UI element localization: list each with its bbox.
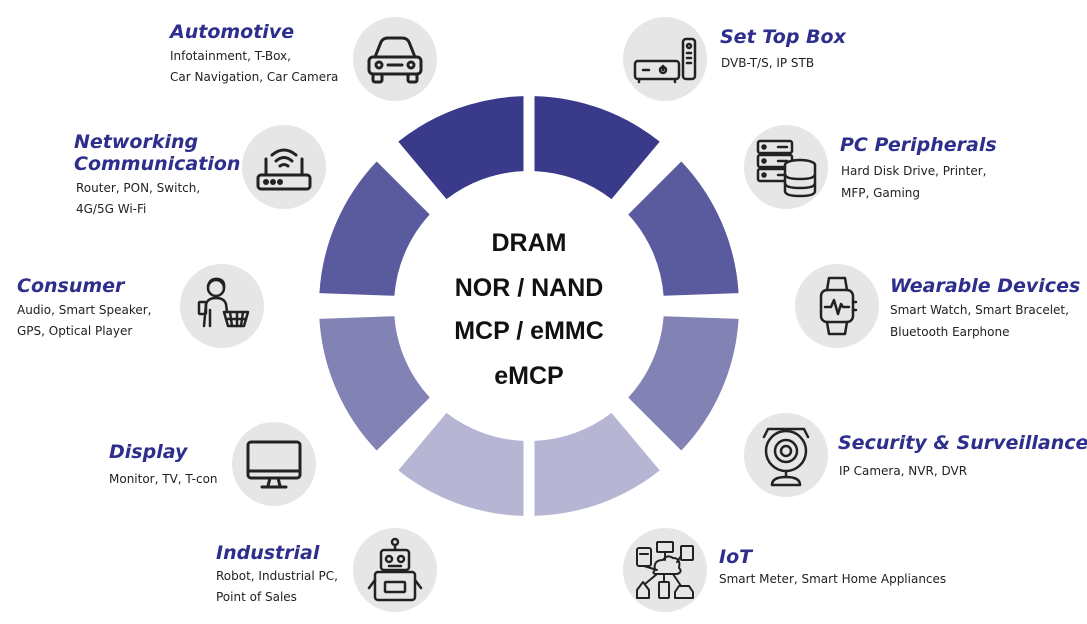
ring-segment-lower-right <box>628 316 739 451</box>
ring-segment-upper-right <box>628 161 739 296</box>
ring-segment-top-left <box>398 96 524 200</box>
networking-desc-1: Router, PON, Switch, <box>76 181 201 195</box>
robot-icon <box>367 537 423 602</box>
automotive-desc-1: Infotainment, T-Box, <box>170 49 291 63</box>
industrial-desc-2: Point of Sales <box>216 590 297 604</box>
security-title: Security & Surveillance <box>838 432 1087 454</box>
ring-center-disc <box>400 177 658 435</box>
networking-desc-2: 4G/5G Wi-Fi <box>76 202 147 216</box>
router-icon <box>256 148 312 191</box>
industrial-desc-1: Robot, Industrial PC, <box>216 569 338 583</box>
pc-peripherals-title: PC Peripherals <box>840 134 997 156</box>
pc-peripherals-desc-2: MFP, Gaming <box>841 186 921 200</box>
set-top-box-title: Set Top Box <box>720 26 846 48</box>
display-icon-circle <box>232 422 316 506</box>
display-title: Display <box>109 441 188 463</box>
pc-peripherals-desc-1: Hard Disk Drive, Printer, <box>841 164 987 178</box>
set-top-box-icon <box>633 37 697 84</box>
shopper-icon <box>197 277 250 328</box>
ring-segment-upper-left <box>319 161 430 296</box>
wearable-desc-1: Smart Watch, Smart Bracelet, <box>890 303 1069 317</box>
center-line-mcp-emmc: MCP / eMMC <box>454 317 604 345</box>
iot-icon <box>636 541 694 599</box>
consumer-desc-1: Audio, Smart Speaker, <box>17 303 152 317</box>
networking-title-1: Networking <box>74 131 199 153</box>
pc-peripherals-icon-circle <box>744 125 828 209</box>
ring-segment-top-right <box>534 96 660 200</box>
iot-icon-circle <box>623 528 707 612</box>
set-top-box-desc-1: DVB-T/S, IP STB <box>721 56 815 70</box>
consumer-title: Consumer <box>17 275 125 297</box>
security-icon-circle <box>744 413 828 497</box>
security-camera-icon <box>762 427 810 487</box>
iot-title: IoT <box>719 546 753 568</box>
smartwatch-icon <box>819 276 858 336</box>
consumer-icon-circle <box>180 264 264 348</box>
ring-segment-bottom-right <box>534 412 660 516</box>
security-desc-1: IP Camera, NVR, DVR <box>839 464 968 478</box>
industrial-title: Industrial <box>216 542 320 564</box>
display-desc-1: Monitor, TV, T-con <box>109 472 218 486</box>
automotive-title: Automotive <box>170 21 295 43</box>
server-database-icon <box>756 139 817 198</box>
iot-desc-1: Smart Meter, Smart Home Appliances <box>719 572 947 586</box>
consumer-desc-2: GPS, Optical Player <box>17 324 133 338</box>
set-top-box-icon-circle <box>623 17 707 101</box>
industrial-icon-circle <box>353 528 437 612</box>
center-line-nor-nand: NOR / NAND <box>454 274 604 302</box>
networking-icon-circle <box>242 125 326 209</box>
center-line-dram: DRAM <box>491 229 567 257</box>
center-line-emcp: eMCP <box>494 362 564 390</box>
ring-segment-bottom-left <box>398 412 524 516</box>
networking-title-2: Communication <box>74 153 241 175</box>
automotive-icon-circle <box>353 17 437 101</box>
ring-segment-lower-left <box>319 316 430 451</box>
car-icon <box>367 36 423 84</box>
wearable-icon-circle <box>795 264 879 348</box>
wearable-title: Wearable Devices <box>890 275 1081 297</box>
monitor-icon <box>246 440 302 489</box>
wearable-desc-2: Bluetooth Earphone <box>890 325 1010 339</box>
automotive-desc-2: Car Navigation, Car Camera <box>170 70 339 84</box>
